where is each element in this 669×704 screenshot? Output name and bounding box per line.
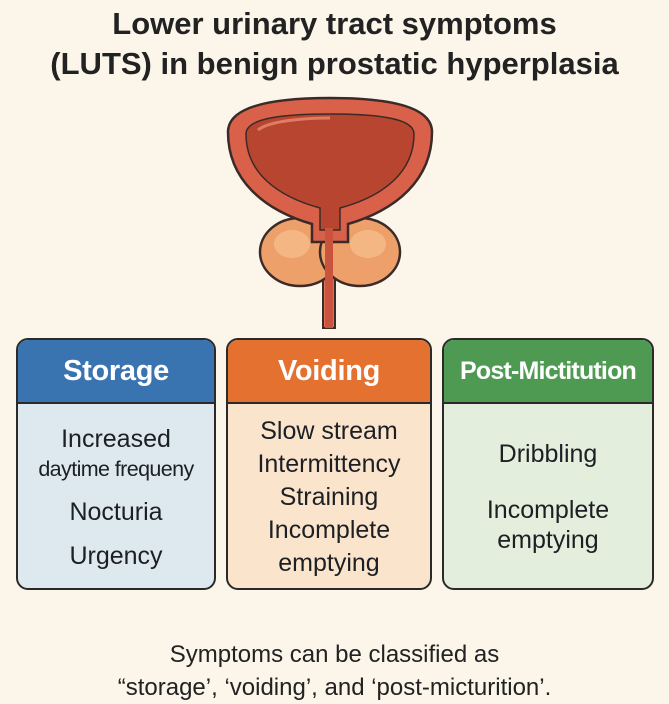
symptom-text: daytime frequeny bbox=[38, 456, 194, 481]
symptom-item: Intermittency bbox=[257, 449, 401, 478]
symptom-text: Incomplete bbox=[267, 515, 391, 544]
post-micturition-symptoms: Dribbling Incomplete emptying bbox=[444, 404, 652, 588]
symptom-item: Increased daytime frequeny bbox=[38, 424, 194, 484]
symptom-item: Incomplete emptying bbox=[268, 514, 390, 580]
post-micturition-panel: Post-Mictitution Dribbling Incomplete em… bbox=[442, 338, 654, 590]
symptom-text: emptying bbox=[497, 526, 599, 554]
title-line-2: (LUTS) in benign prostatic hyperplasia bbox=[50, 46, 619, 81]
voiding-symptoms: Slow stream Intermittency Straining Inco… bbox=[228, 404, 430, 588]
footer-line-1: Symptoms can be classified as bbox=[169, 641, 500, 668]
voiding-panel: Voiding Slow stream Intermittency Strain… bbox=[226, 338, 432, 590]
storage-symptoms: Increased daytime frequeny Nocturia Urge… bbox=[18, 404, 214, 588]
footer-line-2: “storage’, ‘voiding’, and ‘post-micturit… bbox=[117, 674, 552, 701]
voiding-heading: Voiding bbox=[228, 340, 430, 404]
symptom-text: Incomplete bbox=[486, 496, 610, 524]
footer-caption: Symptoms can be classified as “storage’,… bbox=[0, 638, 669, 704]
storage-heading: Storage bbox=[18, 340, 214, 404]
storage-panel: Storage Increased daytime frequeny Noctu… bbox=[16, 338, 216, 590]
symptom-item: Incomplete emptying bbox=[487, 495, 609, 555]
bladder-prostate-illustration bbox=[226, 96, 434, 329]
bladder-lumen bbox=[245, 113, 415, 231]
symptom-text: emptying bbox=[278, 548, 380, 577]
title-line-1: Lower urinary tract symptoms bbox=[112, 6, 557, 41]
symptom-item: Slow stream bbox=[260, 416, 398, 445]
symptom-text: Increased bbox=[61, 424, 171, 453]
symptom-item: Dribbling bbox=[498, 440, 598, 468]
symptom-item: Straining bbox=[279, 482, 379, 511]
symptom-item: Nocturia bbox=[69, 498, 163, 526]
post-micturition-heading: Post-Mictitution bbox=[444, 340, 652, 404]
page-title: Lower urinary tract symptoms (LUTS) in b… bbox=[0, 4, 669, 84]
symptom-item: Urgency bbox=[69, 541, 163, 570]
